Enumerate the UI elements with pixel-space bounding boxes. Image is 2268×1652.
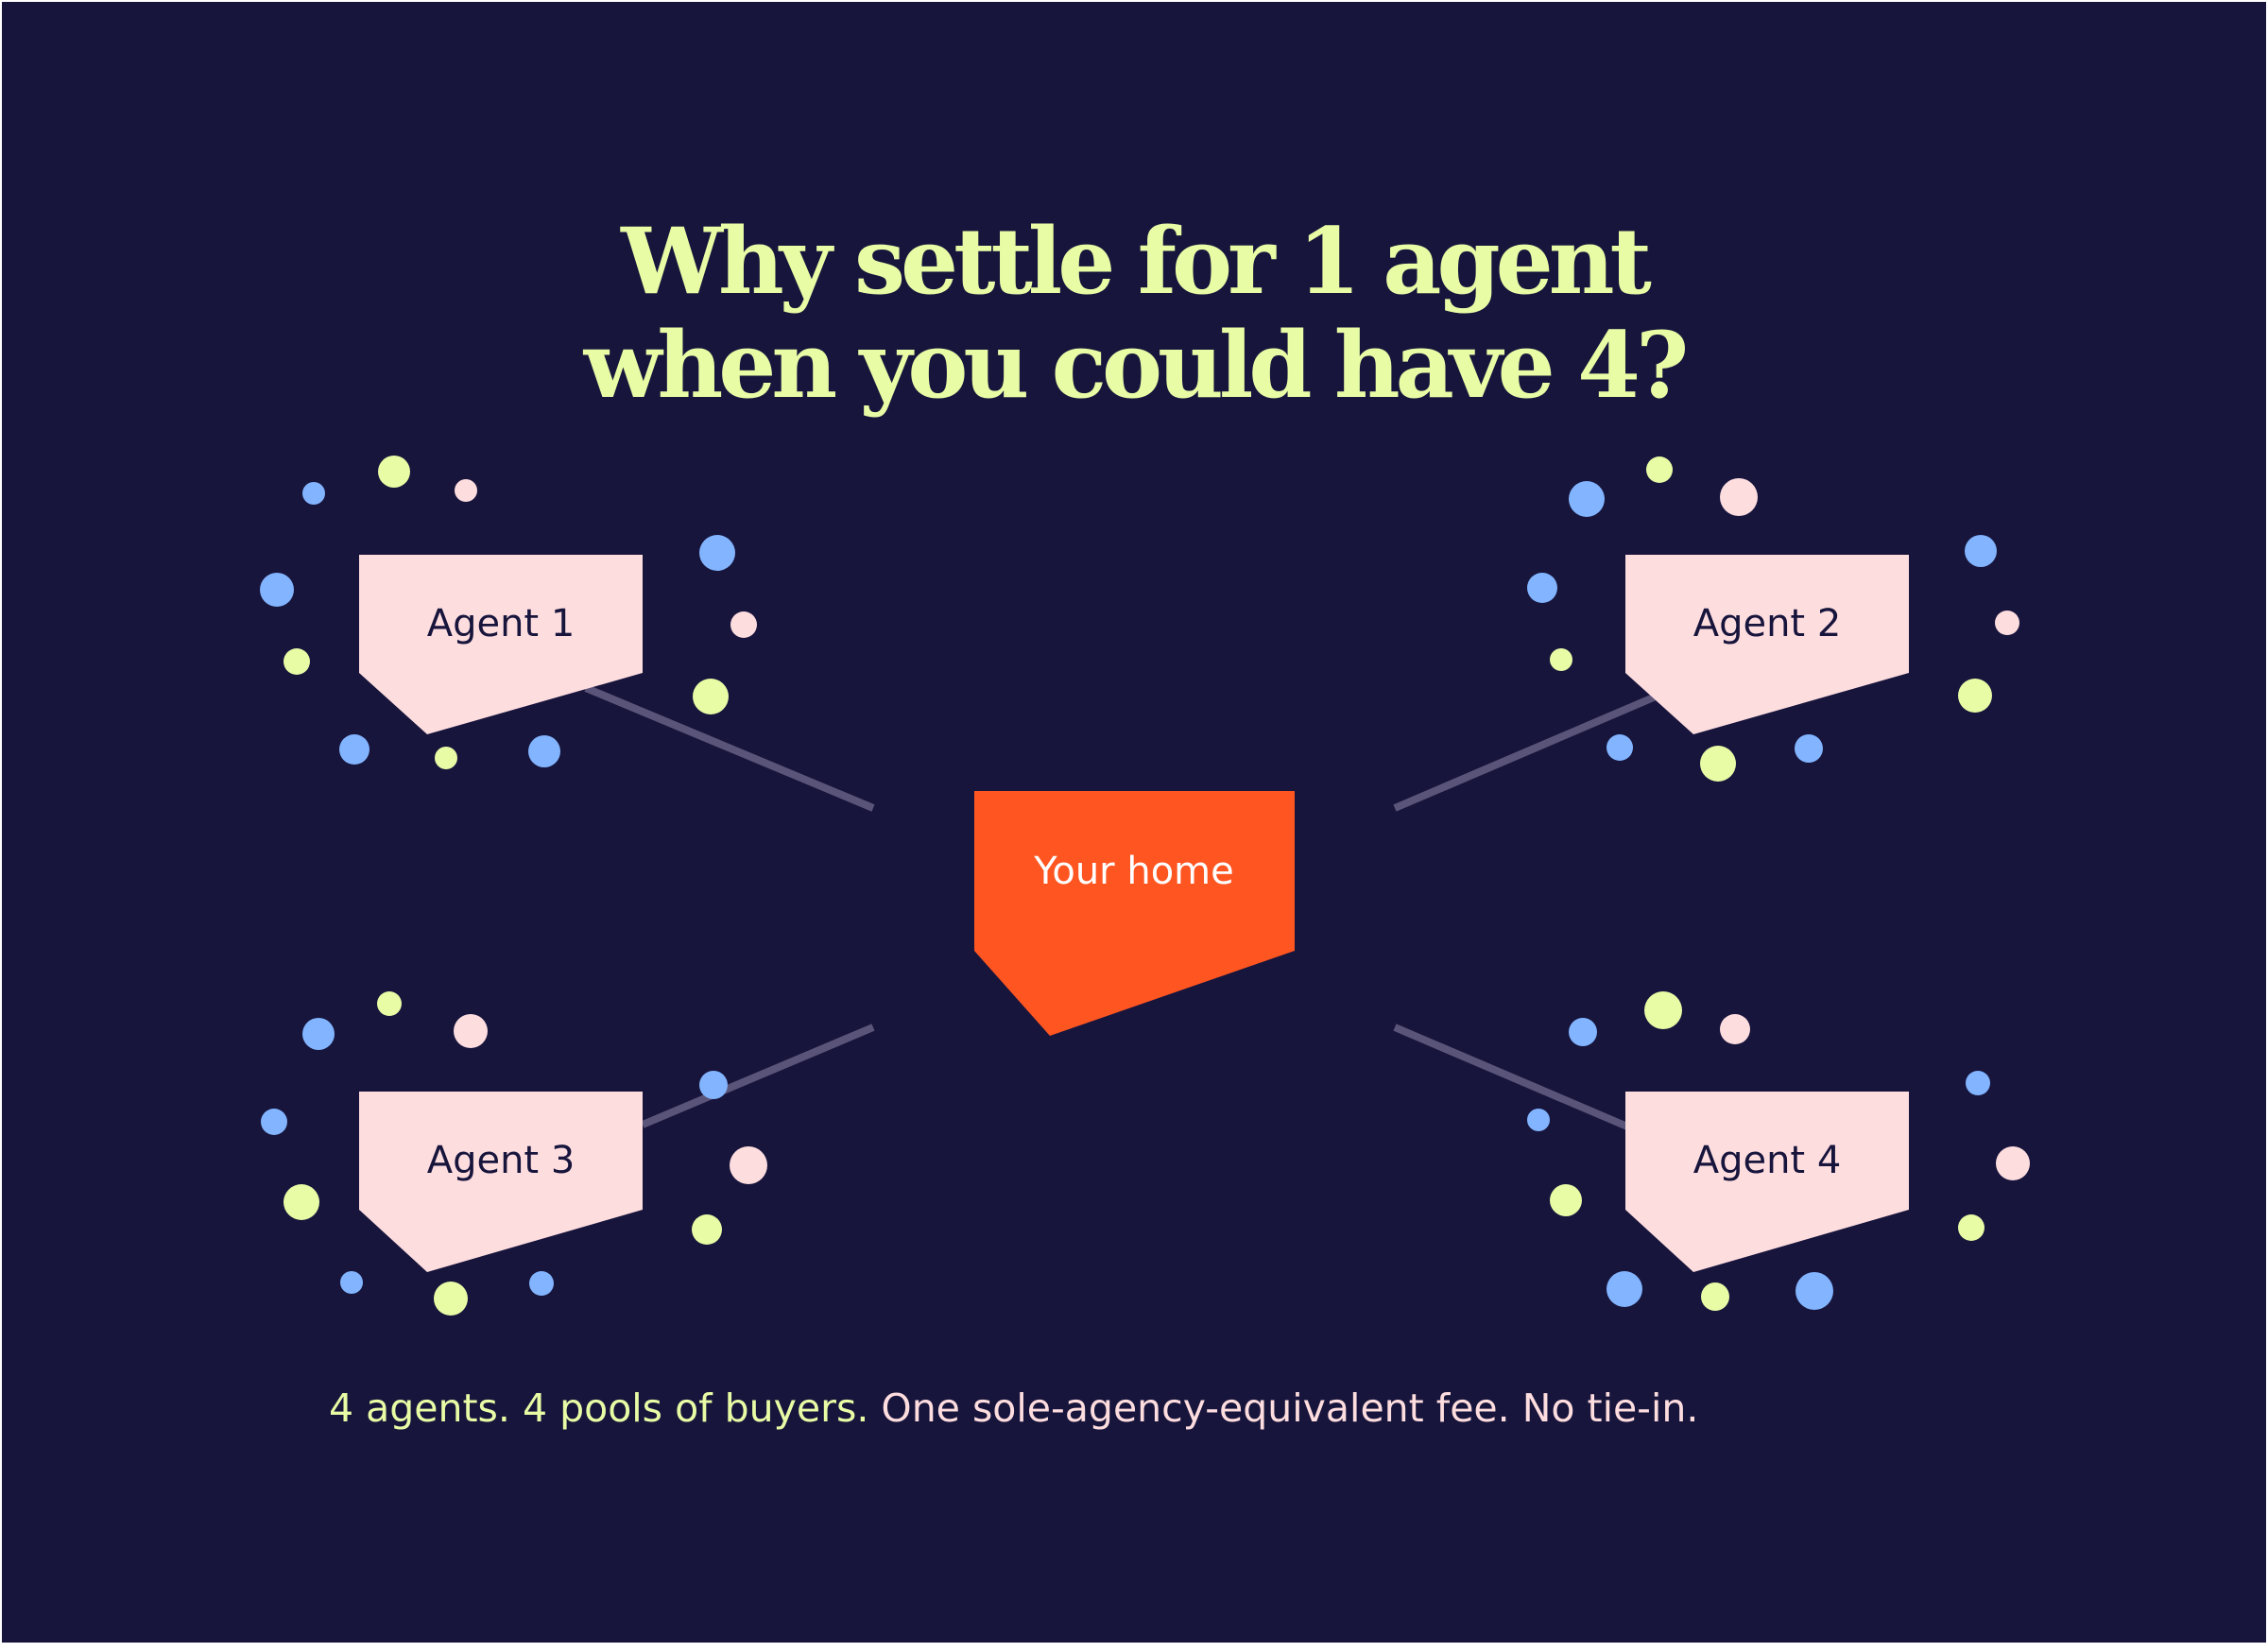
connector-agent-3 <box>641 1024 875 1128</box>
dot-icon <box>1550 648 1572 671</box>
dot-icon <box>1966 1071 1990 1095</box>
dot-icon <box>1701 1282 1729 1311</box>
dot-icon <box>699 535 735 571</box>
dot-icon <box>1996 1146 2030 1180</box>
dot-icon <box>693 679 729 714</box>
dot-icon <box>1995 611 2019 635</box>
dot-icon <box>1527 573 1557 603</box>
agent-4-label: Agent 4 <box>1693 1139 1842 1182</box>
tag-shape-icon <box>1625 1092 1909 1272</box>
confetti-agent-3 <box>261 991 767 1316</box>
dot-icon <box>1700 746 1736 782</box>
dot-icon <box>1720 1014 1750 1044</box>
dot-icon <box>730 611 757 638</box>
confetti-agent-2 <box>1527 456 2019 782</box>
title-line-2: when you could have 4? <box>583 312 1685 419</box>
dot-icon <box>529 1271 554 1296</box>
dot-icon <box>1958 1214 1984 1241</box>
agent-1-label: Agent 1 <box>427 602 576 645</box>
agent-4-node: Agent 4 <box>1625 1092 1909 1272</box>
tag-shape-icon <box>359 1092 643 1272</box>
connector-agent-4 <box>1393 1024 1629 1130</box>
dot-icon <box>434 1282 468 1316</box>
dot-icon <box>302 482 325 505</box>
dot-icon <box>302 1018 335 1050</box>
dot-icon <box>1644 991 1682 1029</box>
dot-icon <box>377 991 402 1016</box>
dot-icon <box>1965 535 1997 567</box>
dot-icon <box>1796 1272 1833 1310</box>
dot-icon <box>261 1109 287 1135</box>
dot-icon <box>1646 456 1673 483</box>
agent-1-node: Agent 1 <box>359 555 643 734</box>
dot-icon <box>1550 1184 1582 1216</box>
tagline: 4 agents. 4 pools of buyers. One sole-ag… <box>329 1385 1698 1431</box>
dot-icon <box>455 479 477 502</box>
tag-shape-icon <box>974 791 1295 1036</box>
agent-3-label: Agent 3 <box>427 1139 576 1182</box>
tag-shape-icon <box>1625 555 1909 734</box>
dot-icon <box>1527 1109 1550 1131</box>
title: Why settle for 1 agent when you could ha… <box>583 208 1690 419</box>
agent-2-node: Agent 2 <box>1625 555 1909 734</box>
dot-icon <box>1569 1018 1597 1046</box>
tag-shape-icon <box>359 555 643 734</box>
home-node: Your home <box>974 791 1295 1036</box>
connector-agent-2 <box>1393 693 1658 812</box>
dot-icon <box>435 747 457 769</box>
dot-icon <box>454 1014 488 1048</box>
dot-icon <box>378 456 410 488</box>
dot-icon <box>339 734 369 765</box>
dot-icon <box>1720 478 1758 516</box>
confetti-agent-1 <box>260 456 757 769</box>
dot-icon <box>340 1271 363 1294</box>
dot-icon <box>284 648 310 675</box>
dot-icon <box>1606 734 1633 761</box>
confetti-agent-4 <box>1527 991 2030 1311</box>
agent-2-label: Agent 2 <box>1693 602 1842 645</box>
connector-agent-1 <box>584 684 875 812</box>
home-label: Your home <box>1033 850 1234 893</box>
dot-icon <box>699 1071 728 1099</box>
dot-icon <box>1795 734 1823 763</box>
dot-icon <box>692 1214 722 1245</box>
dot-icon <box>730 1146 767 1184</box>
title-line-1: Why settle for 1 agent <box>620 208 1651 315</box>
connector-lines <box>584 684 1658 1130</box>
agent-3-node: Agent 3 <box>359 1092 643 1272</box>
dot-icon <box>1958 679 1992 713</box>
tagline-rest: One sole-agency-equivalent fee. No tie-i… <box>868 1385 1698 1431</box>
dot-icon <box>260 573 294 607</box>
dot-icon <box>1606 1271 1642 1307</box>
dot-icon <box>1569 481 1605 517</box>
dot-icon <box>528 735 560 767</box>
dot-icon <box>284 1184 319 1220</box>
tagline-highlight: 4 agents. 4 pools of buyers. <box>329 1385 868 1431</box>
